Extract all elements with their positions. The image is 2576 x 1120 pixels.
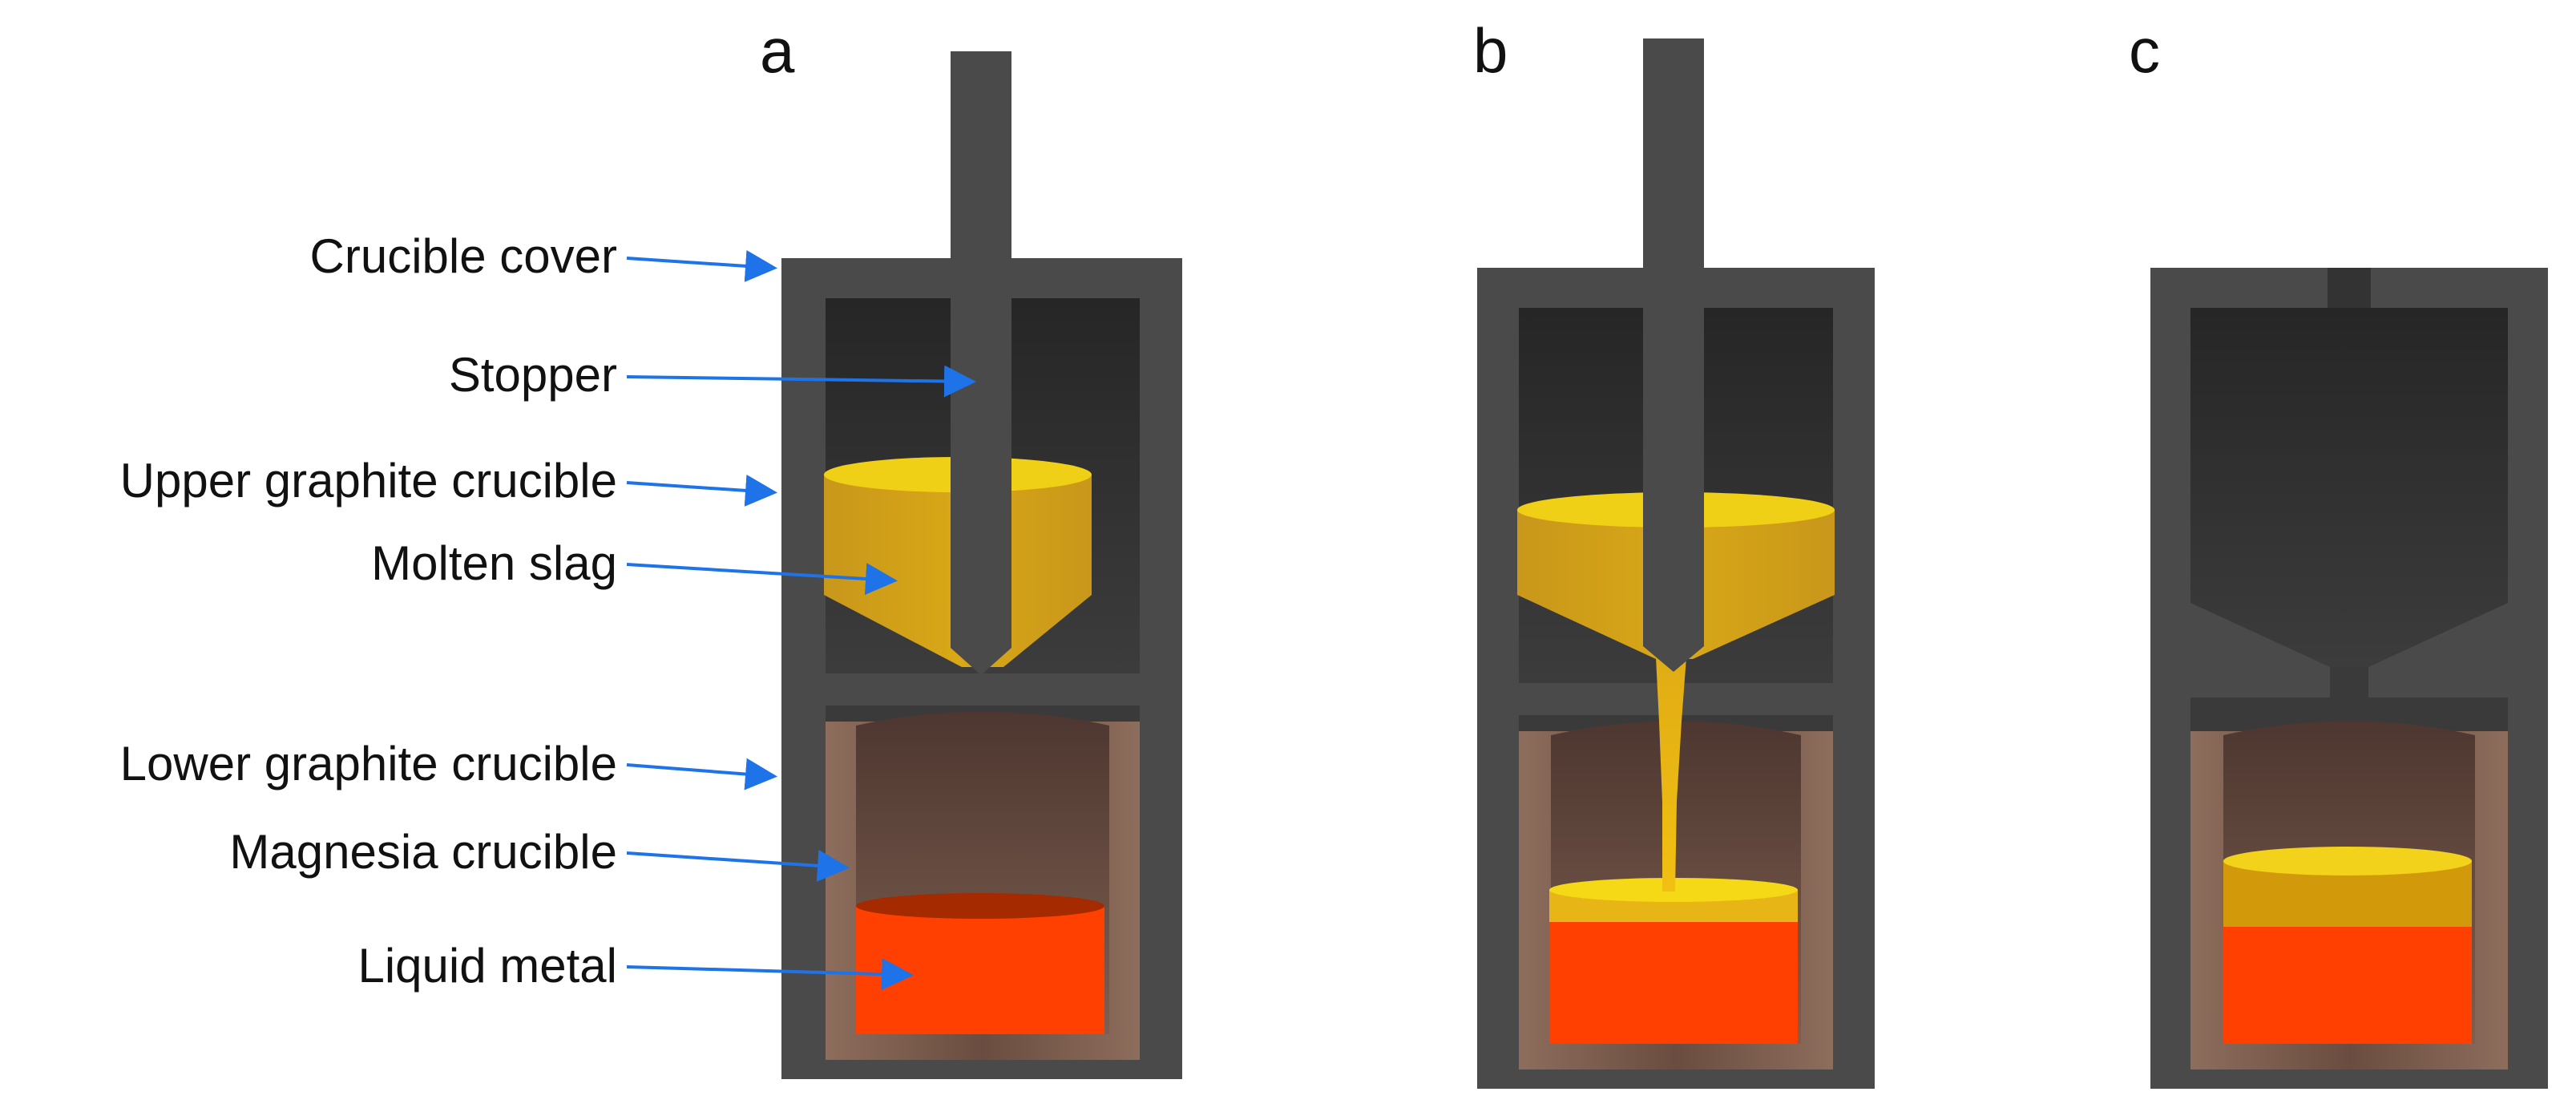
liquid-metal-surface [856, 893, 1104, 919]
label-stopper: Stopper [448, 348, 617, 402]
stopper-hole [2328, 268, 2371, 308]
panel-letter-c: c [2129, 15, 2160, 86]
arrow-upper-graphite-crucible [626, 474, 777, 507]
stopper [1643, 38, 1704, 672]
label-crucible-cover: Crucible cover [309, 229, 617, 283]
label-lower-graphite-crucible: Lower graphite crucible [119, 737, 617, 790]
slag-layer-surface [2223, 847, 2472, 875]
arrow-lower-graphite-crucible [626, 758, 777, 790]
liquid-metal [856, 906, 1104, 1034]
arrow-molten-slag [626, 563, 898, 596]
liquid-metal [2223, 922, 2472, 1044]
stopper [951, 51, 1011, 675]
callout-arrows [626, 249, 976, 991]
panel-letter-b: b [1473, 15, 1508, 86]
label-liquid-metal: Liquid metal [357, 939, 617, 993]
label-magnesia-crucible: Magnesia crucible [229, 825, 617, 879]
panel-letter-a: a [760, 15, 795, 86]
arrow-magnesia-crucible [626, 849, 850, 882]
arrow-liquid-metal [626, 958, 914, 991]
label-molten-slag: Molten slag [371, 536, 617, 590]
panel-c [2150, 268, 2548, 1089]
arrow-crucible-cover [626, 249, 777, 282]
upper-graphite-crucible-cavity [2190, 308, 2508, 667]
arrow-stopper [626, 365, 976, 398]
liquid-metal [1549, 906, 1798, 1044]
outlet-nozzle [2330, 667, 2368, 697]
slag-stream [1656, 657, 1686, 892]
label-upper-graphite-crucible: Upper graphite crucible [119, 454, 617, 507]
divider-plate [826, 673, 1140, 706]
panel-a [781, 51, 1182, 1079]
panel-b [1477, 38, 1875, 1089]
